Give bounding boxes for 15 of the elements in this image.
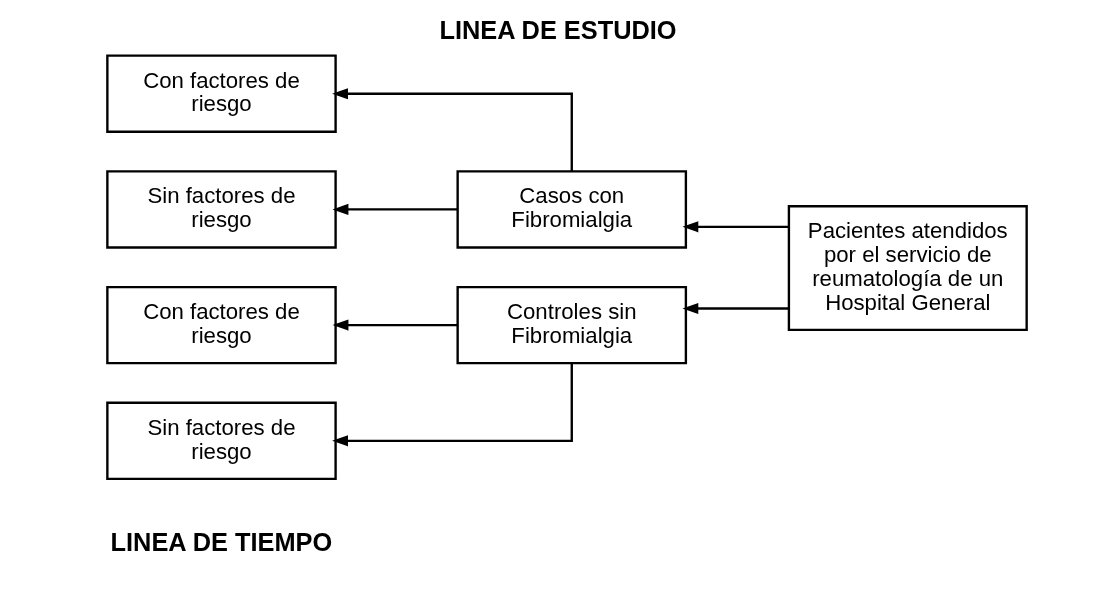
caption: LINEA DE TIEMPO xyxy=(110,528,332,557)
node-box: Casos con Fibromialgia xyxy=(455,170,687,249)
diagram-title: LINEA DE ESTUDIO xyxy=(438,16,677,45)
arrow xyxy=(681,302,789,315)
node-box: Sin factores de riesgo xyxy=(105,401,337,481)
arrow xyxy=(331,88,573,171)
node-box: Con factores de riesgo xyxy=(105,285,337,365)
arrow xyxy=(331,363,573,447)
arrow xyxy=(681,221,789,233)
node-box: Con factores de riesgo xyxy=(105,54,337,133)
arrow xyxy=(332,319,458,331)
arrow xyxy=(332,203,458,215)
node-box: Controles sin Fibromialgia xyxy=(455,285,687,365)
node-box: Sin factores de riesgo xyxy=(105,170,337,249)
node-box: Pacientes atendidos por el servicio de reumatología de un Hospital General xyxy=(787,205,1028,332)
